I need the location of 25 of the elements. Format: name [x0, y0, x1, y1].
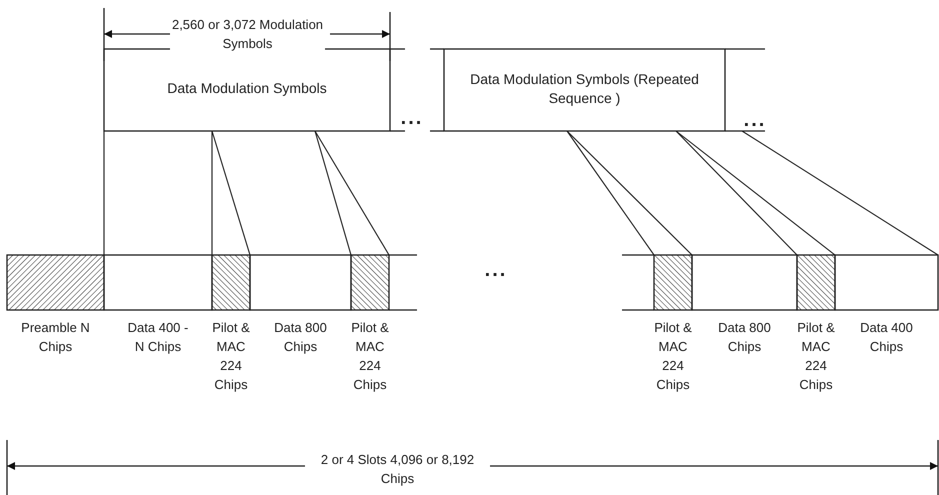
mapping-line: [314, 130, 352, 256]
mapping-line: [103, 131, 105, 255]
segment-label: Data 400 - N Chips: [126, 319, 190, 356]
mapping-line: [566, 130, 654, 256]
segment-label: Data 400 Chips: [859, 319, 914, 356]
mapping-line: [742, 130, 938, 256]
ellipsis: ...: [742, 110, 768, 130]
segment-label: Data 800 Chips: [273, 319, 328, 356]
segment-label: Pilot & MAC 224 Chips: [350, 319, 390, 394]
segment-label: Pilot & MAC 224 Chips: [653, 319, 693, 394]
ellipsis: ...: [400, 108, 424, 128]
mapping-line: [314, 130, 390, 256]
mapping-line: [676, 130, 836, 256]
segment-label: Preamble N Chips: [20, 319, 91, 356]
segment-label: Data 800 Chips: [717, 319, 772, 356]
symbol-block: [444, 49, 725, 131]
segment-label: Data Modulation Symbols: [166, 79, 328, 98]
mapping-line: [211, 131, 213, 255]
segment-label: Pilot & MAC 224 Chips: [211, 319, 251, 394]
segment-label: Pilot & MAC 224 Chips: [796, 319, 836, 394]
mapping-line: [676, 130, 798, 256]
mapping-line: [566, 130, 692, 256]
segment-label: Data Modulation Symbols (Repeated Sequence ): [469, 70, 700, 108]
ellipsis: ...: [484, 260, 508, 280]
mapping-line: [211, 130, 251, 256]
